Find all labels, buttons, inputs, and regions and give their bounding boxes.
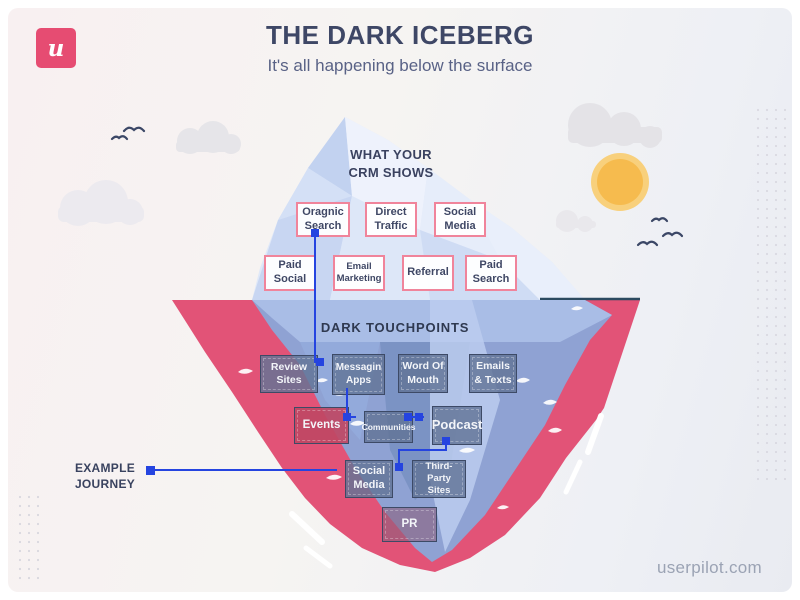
- crm-box-oragnic-search[interactable]: Oragnic Search: [296, 202, 350, 237]
- crm-shows-label: WHAT YOUR CRM SHOWS: [331, 146, 451, 181]
- cloud-icon: [58, 103, 662, 232]
- userpilot-logo[interactable]: u: [36, 28, 76, 68]
- crm-box-email-marketing[interactable]: Email Marketing: [333, 255, 385, 291]
- dot-pattern-decoration: [12, 105, 791, 580]
- infographic-card: u THE DARK ICEBERG It's all happening be…: [8, 8, 792, 592]
- crm-box-paid-social[interactable]: Paid Social: [264, 255, 316, 291]
- dark-touchpoints-label: DARK TOUCHPOINTS: [320, 320, 470, 335]
- journey-line1: EXAMPLE: [74, 461, 136, 475]
- crm-shows-line1: WHAT YOUR: [350, 147, 432, 162]
- bird-icon: [110, 126, 684, 247]
- scene-graphic: [12, 103, 791, 580]
- header: THE DARK ICEBERG It's all happening belo…: [100, 20, 700, 76]
- crm-box-paid-search[interactable]: Paid Search: [465, 255, 517, 291]
- dark-box-social-media[interactable]: Social Media: [345, 460, 393, 498]
- dark-box-pr[interactable]: PR: [382, 507, 437, 542]
- dark-box-review-sites[interactable]: Review Sites: [260, 355, 318, 393]
- example-journey-label: EXAMPLE JOURNEY: [66, 460, 144, 492]
- crm-box-social-media[interactable]: Social Media: [434, 202, 486, 237]
- sun-icon: [591, 153, 649, 211]
- page-subtitle: It's all happening below the surface: [267, 56, 533, 75]
- dark-box-events[interactable]: Events: [294, 407, 349, 444]
- website-link[interactable]: userpilot.com: [657, 558, 762, 577]
- crm-box-referral[interactable]: Referral: [402, 255, 454, 291]
- page-title: THE DARK ICEBERG: [265, 20, 534, 50]
- dark-box-third-party-sites[interactable]: Third-Party Sites: [412, 460, 466, 498]
- crm-box-direct-traffic[interactable]: Direct Traffic: [365, 202, 417, 237]
- dark-box-emails-texts[interactable]: Emails & Texts: [469, 354, 517, 393]
- crm-shows-line2: CRM SHOWS: [348, 164, 434, 180]
- dark-box-communities[interactable]: Communities: [362, 411, 415, 443]
- dark-box-podcast[interactable]: Podcast: [432, 406, 482, 445]
- dark-box-word-of-mouth[interactable]: Word Of Mouth: [398, 354, 448, 393]
- ripple-icon: [238, 306, 583, 510]
- dark-box-messagin-apps[interactable]: Messagin Apps: [332, 354, 385, 395]
- journey-line2: JOURNEY: [74, 477, 136, 492]
